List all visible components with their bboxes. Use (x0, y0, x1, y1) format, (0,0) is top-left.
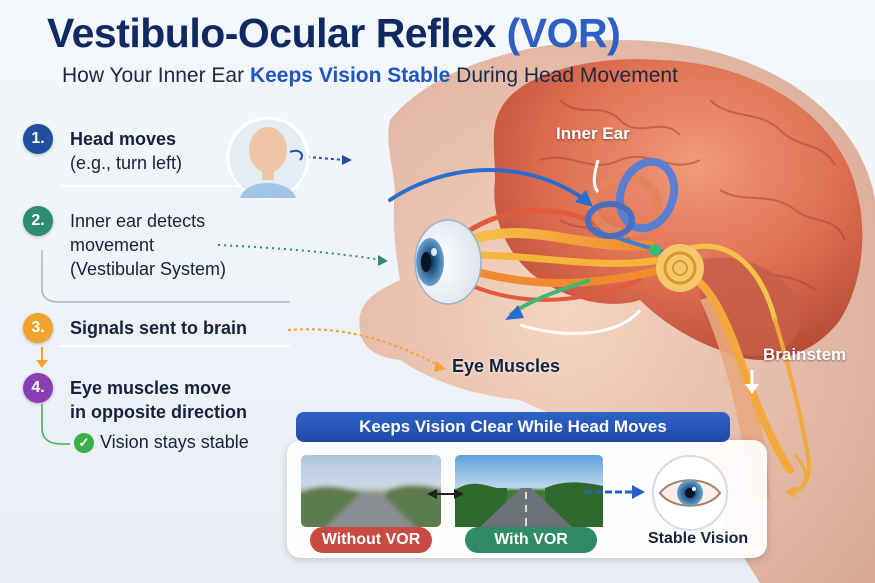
step-1-number: 1. (23, 124, 53, 154)
panel-title: Keeps Vision Clear While Head Moves (296, 412, 730, 442)
step-1-text: Head moves (e.g., turn left) (70, 127, 182, 175)
step-4-title-2: in opposite direction (70, 402, 248, 422)
step-3-title: Signals sent to brain (70, 318, 248, 338)
step-4-text: Eye muscles move in opposite direction (70, 376, 247, 424)
stable-vision-label: Stable Vision (648, 530, 749, 547)
title-accent: (VOR) (506, 10, 621, 56)
subtitle: How Your Inner Ear Keeps Vision Stable D… (62, 64, 678, 88)
eye-muscles-label: Eye Muscles (452, 356, 561, 376)
eye-anatomy (414, 219, 482, 305)
step-3-text: Signals sent to brain (70, 316, 247, 340)
inner-ear-label: Inner Ear (556, 124, 630, 143)
step-1-sub: (e.g., turn left) (70, 153, 183, 173)
brainstem-label: Brainstem (763, 345, 847, 364)
step-2-title: Inner ear detects (70, 211, 206, 231)
step-1-title: Head moves (70, 129, 177, 149)
without-vor-label: Without VOR (310, 527, 432, 553)
subtitle-before: How Your Inner Ear (62, 64, 250, 87)
with-vor-label: With VOR (465, 527, 597, 553)
inner-ear (585, 157, 704, 292)
step-2-sub: (Vestibular System) (70, 259, 227, 279)
step-4-title: Eye muscles move (70, 378, 232, 398)
step-3-number: 3. (23, 313, 53, 343)
step-2-title-2: movement (70, 235, 155, 255)
vision-stable-note: ✓ Vision stays stable (74, 432, 249, 453)
title-main: Vestibulo-Ocular Reflex (47, 10, 496, 56)
subtitle-accent: Keeps Vision Stable (249, 64, 451, 87)
vision-stable-text: Vision stays stable (100, 432, 249, 452)
head-turn-thumbnail (226, 116, 310, 200)
step-2-number: 2. (23, 206, 53, 236)
check-icon: ✓ (74, 432, 94, 453)
step-2-text: Inner ear detects movement (Vestibular S… (70, 209, 226, 281)
page-title: Vestibulo-Ocular Reflex (VOR) (47, 10, 621, 57)
subtitle-after: During Head Movement (450, 64, 678, 87)
step-4-number: 4. (23, 373, 53, 403)
